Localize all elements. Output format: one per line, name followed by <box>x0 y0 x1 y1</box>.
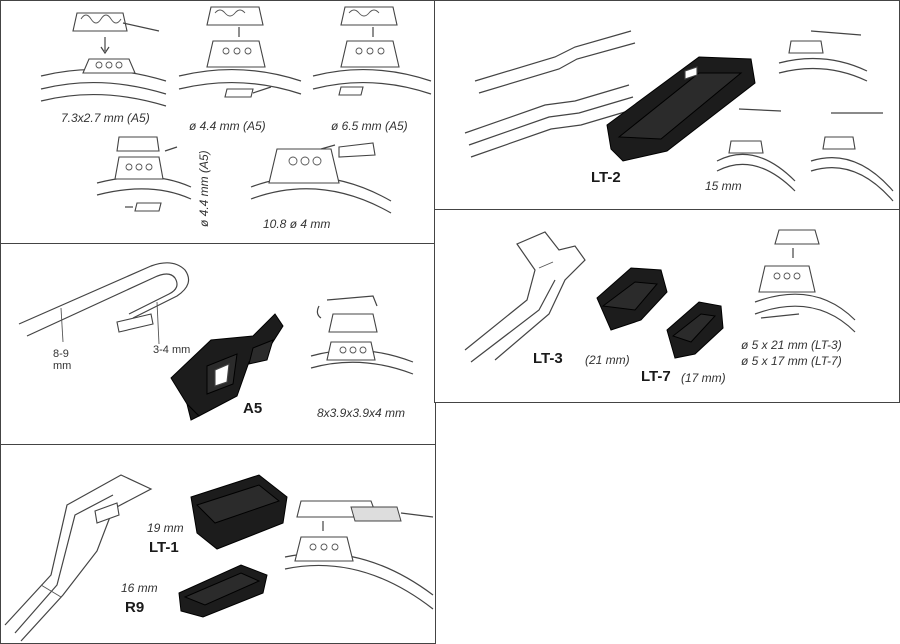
lt3-lt7-illustration <box>464 229 856 363</box>
adapter-icon <box>596 267 724 359</box>
label-lt2-name: LT-2 <box>591 169 621 186</box>
blade-clip-icon <box>716 30 894 202</box>
blade-clip-icon <box>96 136 192 212</box>
label-lt2-size: 15 mm <box>705 179 742 193</box>
panel-lt3-lt7: LT-3 (21 mm) LT-7 (17 mm) ø 5 x 21 mm (L… <box>434 209 900 403</box>
label-a5-4.4: ø 4.4 mm (A5) <box>189 119 266 133</box>
label-10.8: 10.8 ø 4 mm <box>263 217 331 231</box>
label-lt7-size: (17 mm) <box>681 371 726 385</box>
label-dim-inner: 3-4 mm <box>153 344 191 356</box>
label-lt3-name: LT-3 <box>533 350 563 367</box>
blade-clip-icon <box>754 229 856 333</box>
panel-lt1-r9: 19 mm LT-1 16 mm R9 <box>0 444 436 644</box>
label-r9-size: 16 mm <box>121 581 158 595</box>
label-a5-6.5: ø 6.5 mm (A5) <box>331 119 408 133</box>
a5-options-illustration <box>40 6 432 214</box>
label-spec-lt3: ø 5 x 21 mm (LT-3) <box>741 338 842 352</box>
a5-adapter-illustration <box>18 262 414 421</box>
label-lt3-size: (21 mm) <box>585 353 630 367</box>
blade-clip-icon <box>250 142 392 214</box>
label-r9-name: R9 <box>125 599 145 616</box>
label-lt7-name: LT-7 <box>641 368 671 385</box>
blade-clip-icon <box>312 6 432 96</box>
blade-clip-icon <box>310 295 414 375</box>
label-a5-4.4-vertical: ø 4.4 mm (A5) <box>197 150 211 227</box>
panel-lt2: LT-2 15 mm <box>434 0 900 211</box>
blade-clip-icon <box>40 12 167 107</box>
label-lt1-name: LT-1 <box>149 539 179 556</box>
adapter-icon <box>606 56 756 162</box>
wiper-arm-icon <box>464 231 586 363</box>
blade-clip-icon <box>178 6 302 98</box>
label-a5-name: A5 <box>243 400 263 417</box>
label-a5-size: 8x3.9x3.9x4 mm <box>317 406 406 420</box>
lt2-illustration <box>464 30 894 202</box>
lt1-r9-illustration <box>4 474 434 642</box>
wiper-arm-icon <box>464 30 636 158</box>
panel-a5-adapter: 8-9 mm 3-4 mm A5 8x3.9x3.9x4 mm <box>0 243 436 445</box>
wiper-arm-icon <box>4 474 153 642</box>
wiper-arm-icon <box>18 262 190 345</box>
adapter-icon <box>170 313 284 421</box>
label-dim-outer: 8-9 mm <box>53 348 72 372</box>
label-spec-lt7: ø 5 x 17 mm (LT-7) <box>741 354 842 368</box>
label-lt1-size: 19 mm <box>147 521 184 535</box>
label-a5-7.3x2.7: 7.3x2.7 mm (A5) <box>61 111 150 125</box>
adapter-icon <box>178 474 288 618</box>
panel-a5-options: 7.3x2.7 mm (A5) ø 4.4 mm (A5) ø 6.5 mm (… <box>0 0 436 244</box>
blade-clip-icon <box>284 500 434 610</box>
